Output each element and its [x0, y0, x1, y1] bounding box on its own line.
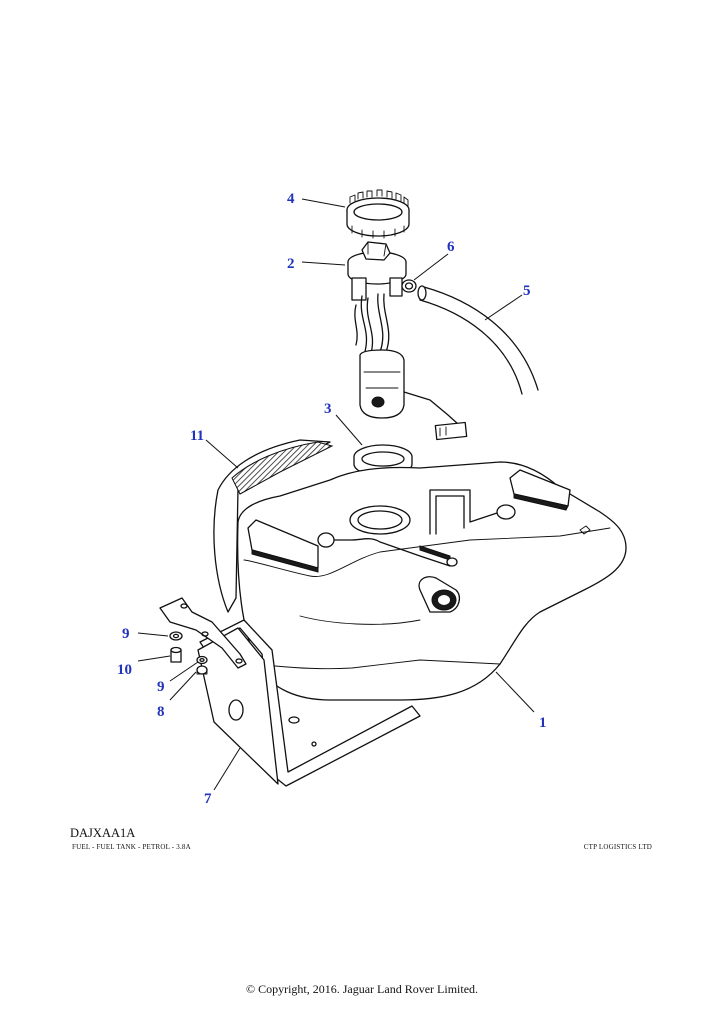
fasteners: [169, 631, 208, 675]
diagram-caption: FUEL - FUEL TANK - PETROL - 3.8A: [72, 843, 191, 851]
callout-2: 2: [287, 256, 295, 272]
fuel-hose: [417, 285, 539, 395]
vendor-label: CTP LOGISTICS LTD: [583, 843, 652, 851]
locking-ring: [346, 189, 410, 239]
leader-lines: [137, 198, 535, 791]
callout-5: 5: [523, 283, 531, 299]
callout-11: 11: [190, 428, 204, 444]
callouts: 4 2 6 5 3 11 1 9 10 9 8 7: [117, 191, 547, 807]
copyright-notice: © Copyright, 2016. Jaguar Land Rover Lim…: [245, 982, 479, 996]
washer-9-lower: [196, 655, 208, 665]
fuel-tank: [237, 461, 627, 701]
callout-3: 3: [324, 401, 332, 417]
washer-9-upper: [169, 631, 183, 641]
callout-8: 8: [157, 704, 165, 720]
callout-9-lower: 9: [157, 679, 165, 695]
hose-clip: [401, 279, 417, 293]
callout-4: 4: [287, 191, 295, 207]
callout-1: 1: [539, 715, 547, 731]
callout-6: 6: [447, 239, 455, 255]
diagram-code: DAJXAA1A: [70, 826, 136, 840]
callout-9-upper: 9: [122, 626, 130, 642]
nut-8: [196, 665, 208, 675]
callout-10: 10: [117, 662, 132, 678]
fuel-pump-module: [347, 241, 468, 441]
callout-7: 7: [204, 791, 212, 807]
mounting-bracket: [159, 597, 421, 787]
